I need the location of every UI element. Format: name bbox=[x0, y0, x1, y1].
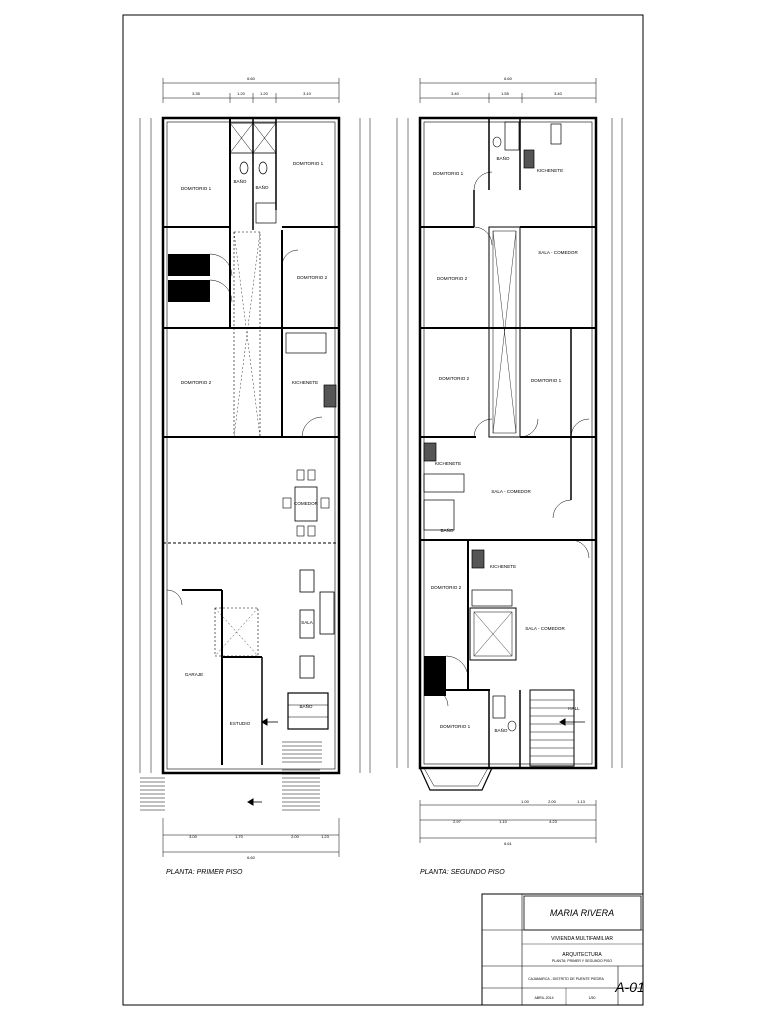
p2-dim-bottom-total: 6.61 bbox=[504, 841, 513, 846]
p2-room-12: SALA - COMEDOR bbox=[525, 626, 565, 631]
tb-sheet-title: PLANTA: PRIMER Y SEGUNDO PISO bbox=[552, 959, 612, 963]
p1-room-10: ESTUDIO bbox=[230, 721, 251, 726]
p1-dim-top-total: 6.60 bbox=[247, 76, 256, 81]
p1-room-0: DOMITORIO 1 bbox=[181, 186, 212, 191]
p2-room-6: DOMITORIO 1 bbox=[531, 378, 562, 383]
p1-room-2: BAÑO bbox=[255, 184, 268, 190]
p2-dim-bottom-2: 4.23 bbox=[549, 819, 558, 824]
p1-room-7: COMEDOR bbox=[294, 501, 319, 506]
p2-dim-top-2: 3.40 bbox=[554, 91, 563, 96]
p2-room-15: BAÑO bbox=[494, 727, 507, 733]
tb-date: ABRIL-2014 bbox=[534, 996, 553, 1000]
tb-sheet-code: A-01 bbox=[614, 979, 645, 995]
p2-room-5: DOMITORIO 2 bbox=[439, 376, 470, 381]
p1-dim-top-3: 3.10 bbox=[303, 91, 312, 96]
p2-room-8: SALA - COMEDOR bbox=[491, 489, 531, 494]
second-floor-plan bbox=[396, 78, 623, 843]
p2-caption: PLANTA: SEGUNDO PISO bbox=[420, 869, 505, 876]
p2-room-9: BAÑO bbox=[440, 527, 453, 533]
p1-room-1: BAÑO bbox=[233, 178, 246, 184]
tb-location: CAJAMARCA - DISTRITO DE PUENTE PIEDRA bbox=[528, 977, 604, 981]
tb-owner-name: MARIA RIVERA bbox=[550, 908, 614, 918]
p1-dim-bottom-total: 6.60 bbox=[247, 855, 256, 860]
p1-room-5: DOMITORIO 2 bbox=[181, 380, 212, 385]
p1-dim-top-0: 3.35 bbox=[192, 91, 201, 96]
p2-dim-top-1: 1.55 bbox=[501, 91, 510, 96]
p2-room-7: KICHENETE bbox=[435, 461, 461, 466]
p2-dim-inner-2: 1.13 bbox=[577, 799, 586, 804]
p1-dim-top-1: 1.20 bbox=[237, 91, 246, 96]
tb-project: VIVIENDA MULTIFAMILIAR bbox=[551, 936, 613, 942]
p2-room-10: DOMITORIO 2 bbox=[431, 585, 462, 590]
p1-dim-bottom-1: 1.70 bbox=[235, 834, 244, 839]
p2-dim-bottom-0: 2.97 bbox=[453, 819, 462, 824]
p1-room-8: SALA bbox=[301, 620, 314, 625]
p1-room-9: GARAJE bbox=[185, 672, 203, 677]
p2-dim-top-total: 6.60 bbox=[504, 76, 513, 81]
p1-caption: PLANTA: PRIMER PISO bbox=[166, 869, 243, 876]
title-block bbox=[481, 893, 644, 1006]
p1-dim-top-2: 1.20 bbox=[260, 91, 269, 96]
p2-room-13: HALL bbox=[568, 706, 580, 711]
p1-dim-bottom-2: 2.00 bbox=[291, 834, 300, 839]
p2-dim-inner-0: 1.00 bbox=[521, 799, 530, 804]
p2-room-0: DOMITORIO 1 bbox=[433, 171, 464, 176]
p2-room-3: SALA - COMEDOR bbox=[538, 250, 578, 255]
first-floor-labels: 6.60 3.35 1.20 1.20 3.10 DOMITORIO 1 BAÑ… bbox=[166, 76, 330, 876]
p1-room-6: KICHENETE bbox=[292, 380, 318, 385]
p1-room-4: DOMITORIO 2 bbox=[297, 275, 328, 280]
p1-room-3: DOMITORIO 1 bbox=[293, 161, 324, 166]
p2-room-14: DOMITORIO 1 bbox=[440, 724, 471, 729]
p1-room-11: BAÑO bbox=[299, 703, 312, 709]
sheet-border bbox=[122, 14, 644, 1006]
first-floor-plan bbox=[139, 78, 371, 857]
p1-dim-bottom-3: 1.23 bbox=[321, 834, 330, 839]
p2-dim-bottom-1: 1.10 bbox=[499, 819, 508, 824]
p2-dim-top-0: 3.40 bbox=[451, 91, 460, 96]
second-floor-labels: 6.60 3.40 1.55 3.40 DOMITORIO 1 BAÑO KIC… bbox=[420, 76, 586, 876]
title-block-text: MARIA RIVERA VIVIENDA MULTIFAMILIAR ARQU… bbox=[528, 908, 645, 1000]
tb-specialty: ARQUITECTURA bbox=[562, 952, 602, 958]
p2-room-11: KICHENETE bbox=[490, 564, 516, 569]
p2-dim-inner-1: 2.00 bbox=[548, 799, 557, 804]
p1-dim-bottom-0: 3.00 bbox=[189, 834, 198, 839]
p2-room-4: DOMITORIO 2 bbox=[437, 276, 468, 281]
tb-scale: 1/50 bbox=[589, 996, 596, 1000]
p2-room-2: KICHENETE bbox=[537, 168, 563, 173]
p2-room-1: BAÑO bbox=[496, 155, 509, 161]
